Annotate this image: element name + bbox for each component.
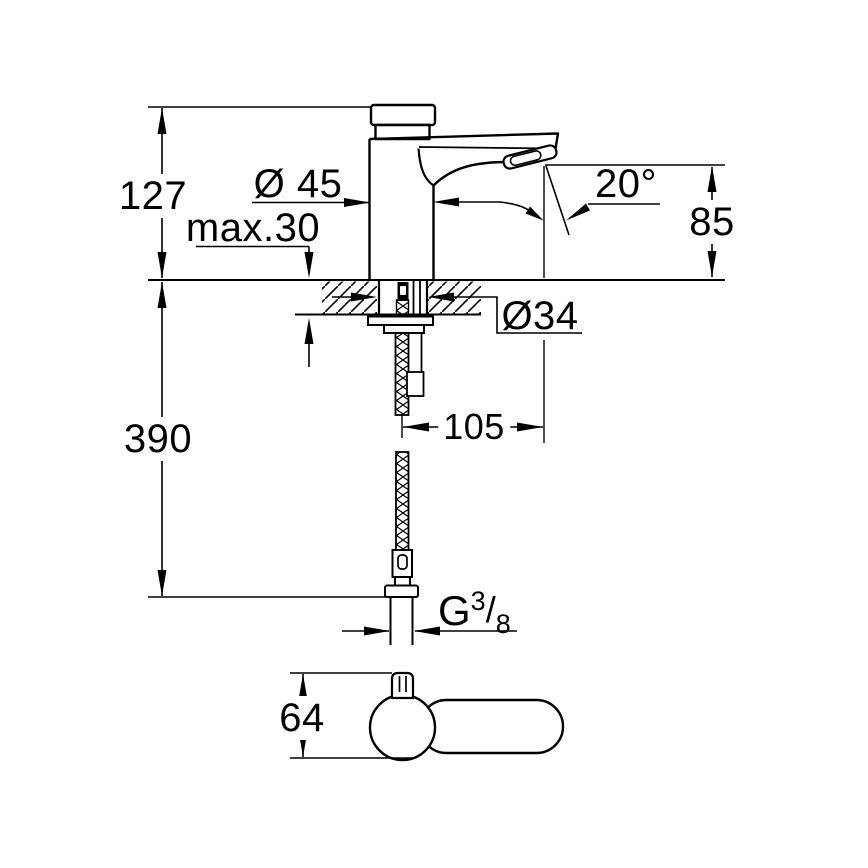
- mounting-hardware: [367, 281, 434, 416]
- thread-fraction-slash: /: [485, 589, 496, 631]
- dim-diameter34-label: Ø34: [501, 294, 579, 338]
- dim-127-label: 127: [113, 174, 193, 218]
- dimension-arrows: [157, 108, 717, 757]
- mounting-flange: [367, 315, 434, 326]
- spout-outline-top: [418, 698, 565, 755]
- dim-85-label: 85: [684, 200, 740, 244]
- thread-denominator: 8: [495, 608, 511, 639]
- dim-diameter45-label: Ø 45: [253, 162, 343, 206]
- dim-390-label: 390: [118, 417, 198, 461]
- thread-end: [389, 597, 414, 645]
- dim-max30-label: max.30: [185, 206, 321, 250]
- spout-top: [369, 132, 560, 149]
- faucet-side-view: [368, 103, 560, 280]
- hose-nut: [384, 584, 419, 598]
- faucet-top-view: [368, 671, 565, 762]
- dim-105-label: 105: [438, 407, 510, 447]
- body-outline-top: [368, 693, 437, 762]
- dim-64-label: 64: [274, 696, 330, 740]
- push-button-cap: [369, 103, 437, 127]
- thread-letter: G: [438, 587, 471, 634]
- aerator-outlet: [502, 144, 558, 170]
- water-angle-line: [545, 165, 570, 236]
- braided-hose: [395, 451, 410, 551]
- supply-hose: [384, 451, 419, 645]
- thread-size-label: G3/8: [438, 587, 511, 637]
- spout-underside: [432, 160, 509, 187]
- dim-angle20-label: 20°: [595, 162, 657, 206]
- thread-numerator: 3: [470, 586, 486, 617]
- sensor-tab: [390, 671, 415, 700]
